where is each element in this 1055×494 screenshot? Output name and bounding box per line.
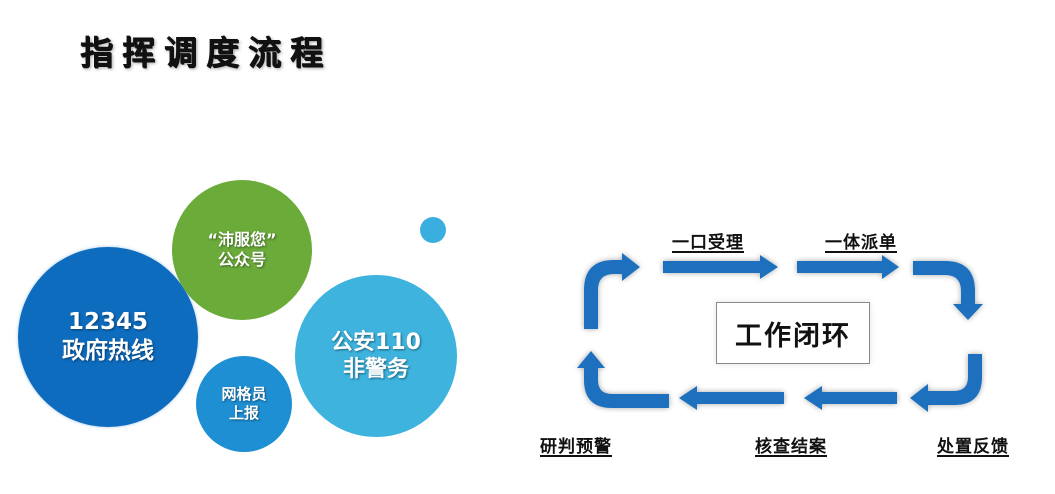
step-analyze: 研判预警 bbox=[540, 437, 612, 457]
wechat-name: “沛服您” bbox=[207, 230, 277, 249]
decorative-dot bbox=[420, 217, 446, 243]
arrow-top-1-icon bbox=[663, 255, 778, 279]
arrow-bottom-2-icon bbox=[679, 386, 784, 410]
arrow-bottom-1-icon bbox=[804, 386, 897, 410]
hotline-label: 政府热线 bbox=[62, 338, 154, 364]
wechat-circle: “沛服您” 公众号 bbox=[172, 180, 312, 320]
arrow-top-2-icon bbox=[797, 255, 899, 279]
grid-line1: 网格员 bbox=[221, 385, 267, 404]
page-title: 指挥调度流程 bbox=[80, 33, 332, 72]
work-loop-box: 工作闭环 bbox=[716, 302, 870, 364]
police-line1: 公安110 bbox=[331, 329, 421, 355]
police-circle: 公安110 非警务 bbox=[295, 275, 457, 437]
wechat-label: 公众号 bbox=[217, 250, 266, 269]
grid-circle: 网格员 上报 bbox=[196, 356, 292, 452]
step-accept: 一口受理 bbox=[672, 233, 744, 253]
hotline-number: 12345 bbox=[67, 309, 149, 336]
arrow-bottom-left-icon bbox=[577, 351, 669, 408]
step-feedback: 处置反馈 bbox=[937, 437, 1009, 457]
step-dispatch: 一体派单 bbox=[825, 233, 897, 253]
step-verify: 核查结案 bbox=[755, 437, 827, 457]
arrow-bottom-right-icon bbox=[910, 354, 982, 412]
hotline-circle: 12345 政府热线 bbox=[18, 247, 198, 427]
arrow-top-right-icon bbox=[913, 261, 983, 320]
arrow-top-left-icon bbox=[584, 253, 640, 329]
grid-line2: 上报 bbox=[228, 404, 259, 422]
police-line2: 非警务 bbox=[342, 357, 409, 382]
